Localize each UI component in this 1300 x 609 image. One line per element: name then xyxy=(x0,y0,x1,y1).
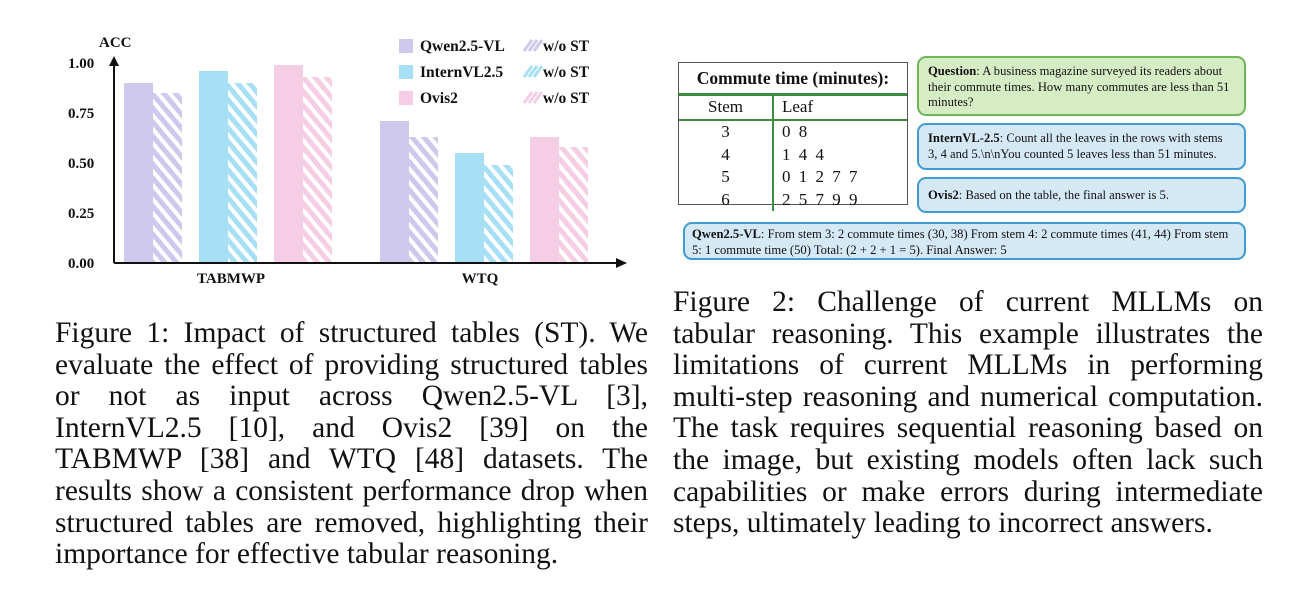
bar-ovis2-wtq xyxy=(530,137,559,263)
legend-label: w/o ST xyxy=(543,38,590,55)
legend-swatch xyxy=(399,39,413,53)
table-header-row: Stem Leaf xyxy=(679,96,907,121)
leaf-cell: 2 5 7 9 9 xyxy=(782,189,860,209)
leaf-cell: 1 4 4 xyxy=(782,144,826,164)
legend-label: w/o ST xyxy=(543,64,590,81)
figure-2-caption: Figure 2: Challenge of current MLLMs on … xyxy=(673,286,1263,540)
qwen-answer-callout: Qwen2.5-VL: From stem 3: 2 commute times… xyxy=(683,222,1246,260)
bar-w-o-st-wtq xyxy=(484,165,513,263)
ovis-label: Ovis2 xyxy=(928,188,959,202)
y-tick-label: 0.50 xyxy=(68,156,94,172)
stem-cell: 6 xyxy=(679,188,774,211)
bar-internvl2-5-wtq xyxy=(455,153,484,263)
x-axis-ticks: TABMWP WTQ xyxy=(197,271,499,287)
x-tick-label: TABMWP xyxy=(197,271,265,287)
legend-label: Qwen2.5-VL xyxy=(420,38,505,55)
y-tick-label: 0.00 xyxy=(68,256,94,272)
internvl-label: InternVL-2.5 xyxy=(928,131,1000,145)
legend-swatch-hatched xyxy=(522,39,544,52)
chart-legend: Qwen2.5-VL w/o ST InternVL2.5 w/o ST Ovis2 w/… xyxy=(399,38,590,107)
bar-w-o-st-tabmwp xyxy=(228,83,257,263)
bar-qwen2-5-vl-wtq xyxy=(380,121,409,263)
bar-w-o-st-tabmwp xyxy=(303,77,332,263)
bar-ovis2-tabmwp xyxy=(274,65,303,263)
stem-cell: 4 xyxy=(679,143,774,166)
y-axis-label: ACC xyxy=(99,35,132,51)
bar-qwen2-5-vl-tabmwp xyxy=(124,83,153,263)
table-row: 5 0 1 2 7 7 xyxy=(679,166,907,189)
bar-w-o-st-wtq xyxy=(409,137,438,263)
table-row: 4 1 4 4 xyxy=(679,143,907,166)
table-title: Commute time (minutes): xyxy=(679,63,907,96)
legend-swatch-hatched xyxy=(522,91,544,104)
qwen-answer-text: : From stem 3: 2 commute times (30, 38) … xyxy=(692,227,1229,257)
ovis-answer-text: : Based on the table, the final answer i… xyxy=(958,188,1169,202)
bar-w-o-st-wtq xyxy=(559,147,588,263)
figure-1-caption: Figure 1: Impact of structured tables (S… xyxy=(55,317,648,571)
y-tick-label: 0.75 xyxy=(68,106,94,122)
legend-label: Ovis2 xyxy=(420,90,458,107)
x-axis-arrow xyxy=(616,258,627,268)
legend-swatch xyxy=(399,65,413,79)
question-callout: Question: A business magazine surveyed i… xyxy=(917,56,1246,116)
table-row: 6 2 5 7 9 9 xyxy=(679,188,907,211)
legend-swatch-hatched xyxy=(522,65,544,78)
leaf-cell: 0 8 xyxy=(782,122,810,141)
internvl-answer-text: : Count all the leaves in the rows with … xyxy=(928,131,1223,161)
leaf-header: Leaf xyxy=(782,97,814,116)
internvl-answer-callout: InternVL-2.5: Count all the leaves in th… xyxy=(917,123,1246,170)
question-label: Question xyxy=(928,64,977,78)
table-row: 3 0 8 xyxy=(679,121,907,144)
y-tick-label: 1.00 xyxy=(68,56,94,72)
bar-group xyxy=(124,65,588,263)
stem-cell: 5 xyxy=(679,166,774,189)
question-text: : A business magazine surveyed its reade… xyxy=(928,64,1230,109)
stem-header: Stem xyxy=(679,96,774,119)
bar-w-o-st-tabmwp xyxy=(153,93,182,263)
y-axis-arrow xyxy=(109,56,119,66)
y-tick-label: 0.25 xyxy=(68,206,94,222)
y-axis-ticks: 0.00 0.25 0.50 0.75 1.00 xyxy=(68,56,94,272)
legend-label: w/o ST xyxy=(543,90,590,107)
legend-label: InternVL2.5 xyxy=(420,64,503,81)
stem-cell: 3 xyxy=(679,121,774,144)
ovis-answer-callout: Ovis2: Based on the table, the final ans… xyxy=(917,177,1246,213)
qwen-label: Qwen2.5-VL xyxy=(692,227,761,241)
stem-leaf-table: Commute time (minutes): Stem Leaf 3 0 8 … xyxy=(678,62,908,211)
bar-internvl2-5-tabmwp xyxy=(199,71,228,263)
x-tick-label: WTQ xyxy=(462,271,499,287)
leaf-cell: 0 1 2 7 7 xyxy=(782,167,860,186)
accuracy-bar-chart: ACC 0.00 0.25 0.50 0.75 1.00 TABMWP WTQ Qwen2… xyxy=(68,35,627,287)
legend-swatch xyxy=(399,91,413,105)
